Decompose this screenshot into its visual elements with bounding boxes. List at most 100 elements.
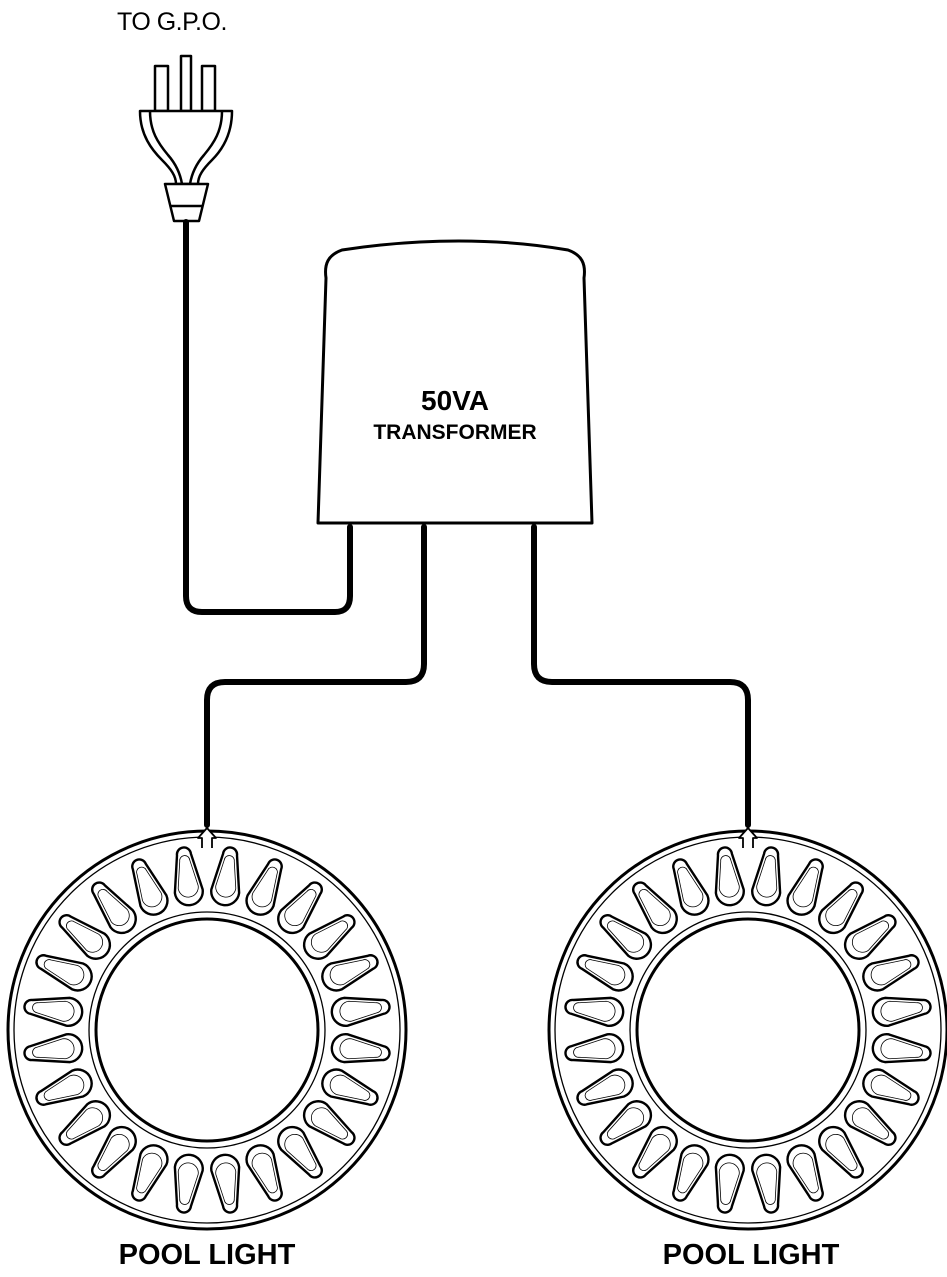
slot-inner <box>329 1074 371 1101</box>
slot-inner <box>43 959 85 986</box>
slot-inner <box>607 920 644 953</box>
slot <box>786 1144 824 1202</box>
slot-inner <box>311 920 348 953</box>
pool-light-label: POOL LIGHT <box>118 1239 296 1271</box>
slot-inner <box>136 866 163 908</box>
slot <box>91 1125 137 1179</box>
transformer-rating: 50VA <box>421 385 489 416</box>
slot <box>131 1144 169 1202</box>
slot-inner <box>573 1038 616 1060</box>
slot-inner <box>66 1107 103 1140</box>
slot-inner <box>718 855 740 898</box>
slot <box>131 858 169 916</box>
slot <box>751 1153 782 1214</box>
slot-inner <box>329 959 371 986</box>
slot-inner <box>32 1000 75 1022</box>
supply-cable <box>183 219 353 615</box>
slot-inner <box>311 1107 348 1140</box>
slot-inner <box>880 1038 923 1060</box>
slot <box>843 914 897 960</box>
plug-icon <box>138 54 234 223</box>
slot-inner <box>97 1134 130 1171</box>
slot-inner <box>284 1134 317 1171</box>
slot <box>173 1153 204 1214</box>
slot <box>818 1125 864 1179</box>
slot-inner <box>825 889 858 926</box>
slot <box>714 1153 745 1214</box>
slot-inner <box>573 1000 616 1022</box>
slot-inner <box>870 1074 912 1101</box>
slot <box>599 1100 653 1146</box>
slot <box>58 1100 112 1146</box>
slot <box>173 846 204 907</box>
slot <box>321 954 379 992</box>
slot <box>321 1068 379 1106</box>
slot-inner <box>638 1134 671 1171</box>
pool-light-1 <box>6 827 408 1231</box>
slot-inner <box>852 1107 889 1140</box>
slot <box>599 914 653 960</box>
slot <box>576 1068 634 1106</box>
slot-inner <box>792 866 819 908</box>
light-1-cable <box>204 524 427 828</box>
slot <box>330 1033 391 1064</box>
light-2-cable <box>531 524 751 828</box>
pool-light-2 <box>547 827 947 1231</box>
slot <box>871 1033 932 1064</box>
slot <box>871 996 932 1027</box>
slot <box>277 881 323 935</box>
slot <box>245 1144 283 1202</box>
slot-inner <box>177 1162 199 1205</box>
pool-light-label: POOL LIGHT <box>662 1239 840 1271</box>
slot-inner <box>97 889 130 926</box>
slot <box>330 996 391 1027</box>
slot <box>786 858 824 916</box>
slot-inner <box>756 855 778 898</box>
slot-inner <box>215 1162 237 1205</box>
slot-inner <box>638 889 671 926</box>
slot-inner <box>284 889 317 926</box>
arrow-up-icon <box>738 827 758 848</box>
slot <box>35 954 93 992</box>
slot <box>672 858 710 916</box>
gpo-label: TO G.P.O. <box>117 8 227 36</box>
slot-inner <box>251 866 278 908</box>
slot <box>210 846 241 907</box>
slot-inner <box>584 959 626 986</box>
pool-light-slots <box>23 846 391 1214</box>
slot <box>862 1068 920 1106</box>
slot-inner <box>880 1000 923 1022</box>
cables <box>183 219 751 828</box>
slot-inner <box>677 866 704 908</box>
slot-inner <box>43 1074 85 1101</box>
slot-inner <box>677 1152 704 1194</box>
slot-inner <box>251 1152 278 1194</box>
slot <box>277 1125 323 1179</box>
slot <box>632 1125 678 1179</box>
slot <box>302 914 356 960</box>
slot-inner <box>215 855 237 898</box>
slot-inner <box>756 1162 778 1205</box>
slot-inner <box>718 1162 740 1205</box>
transformer-icon <box>316 239 594 525</box>
slot-inner <box>339 1000 382 1022</box>
slot-inner <box>66 920 103 953</box>
slot-inner <box>852 920 889 953</box>
slot <box>23 996 84 1027</box>
arrow-up-icon <box>197 827 217 848</box>
slot-inner <box>339 1038 382 1060</box>
slot-inner <box>792 1152 819 1194</box>
slot <box>632 881 678 935</box>
pool-light-slots <box>564 846 932 1214</box>
transformer-name: TRANSFORMER <box>373 421 537 444</box>
slot <box>818 881 864 935</box>
slot <box>245 858 283 916</box>
slot <box>302 1100 356 1146</box>
slot-inner <box>177 855 199 898</box>
slot <box>23 1033 84 1064</box>
slot <box>672 1144 710 1202</box>
slot-inner <box>870 959 912 986</box>
slot <box>714 846 745 907</box>
slot <box>843 1100 897 1146</box>
